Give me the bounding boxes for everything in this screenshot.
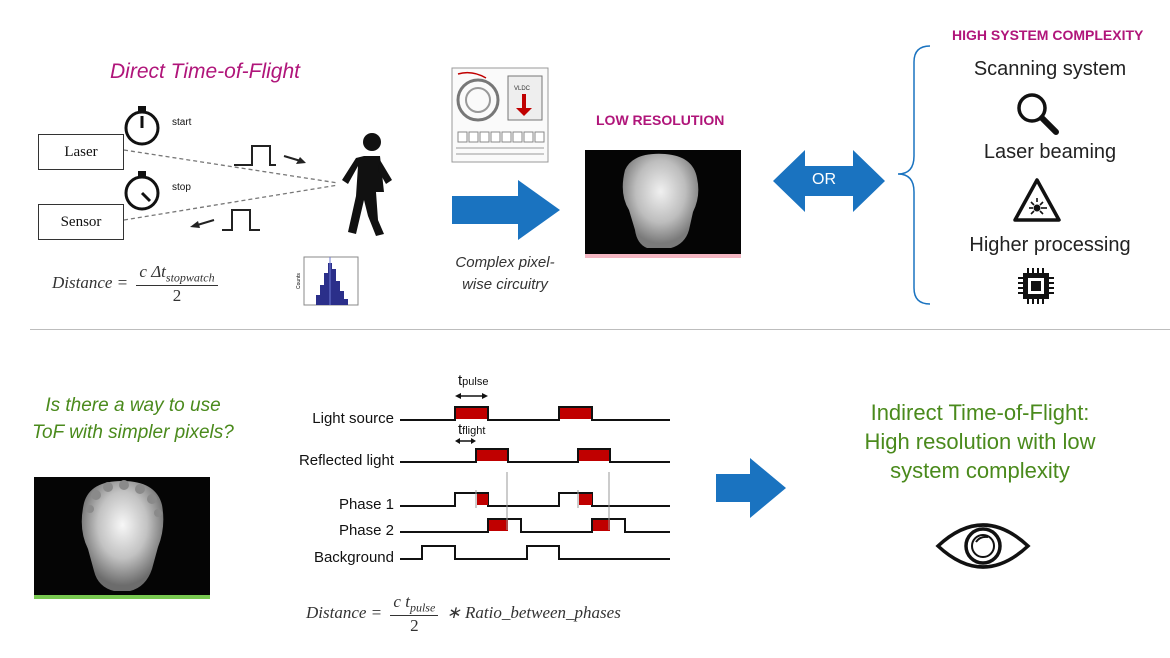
pixel-circuit-image: VLDC	[451, 67, 549, 163]
question-line2: ToF with simpler pixels?	[32, 422, 234, 443]
curly-brace	[897, 45, 931, 305]
signal-reflected-light: Reflected light	[298, 452, 394, 469]
formula-num: c Δt	[139, 262, 166, 281]
iformula-num-sub: pulse	[409, 600, 436, 615]
t-flight-main: t	[458, 421, 463, 438]
walking-person-icon	[342, 133, 392, 236]
formula-num-sub: stopwatch	[165, 270, 215, 285]
chip-label: VLDC	[514, 86, 531, 92]
pulse-fills	[456, 408, 610, 531]
indirect-tof-formula: Distance = c tpulse 2 ∗ Ratio_between_ph…	[306, 592, 621, 636]
low-resolution-title: LOW RESOLUTION	[596, 112, 725, 128]
t-flight-label: tflight	[458, 421, 485, 438]
cpu-icon	[1018, 268, 1054, 304]
signal-phase-2: Phase 2	[338, 522, 394, 539]
complexity-item-processing: Higher processing	[969, 234, 1131, 256]
histogram-ylabel: Counts	[296, 273, 302, 289]
signal-phase-1: Phase 1	[338, 496, 394, 513]
laser-box: Laser	[38, 134, 124, 170]
question-line1: Is there a way to use	[45, 395, 221, 416]
sensor-box: Sensor	[38, 204, 124, 240]
t-pulse-main: t	[458, 372, 463, 389]
high-complexity-title: HIGH SYSTEM COMPLEXITY	[952, 27, 1144, 43]
or-double-arrow	[773, 150, 885, 212]
histogram-chart: Counts	[296, 256, 359, 306]
circuit-caption: Complex pixel- wise circuitry	[440, 252, 570, 296]
stopwatch-stop-icon	[124, 171, 160, 211]
iformula-lhs: Distance =	[306, 603, 383, 623]
low-res-head-image	[585, 150, 741, 258]
formula-lhs: Distance =	[52, 273, 129, 293]
complexity-item-laser: Laser beaming	[983, 141, 1117, 163]
wave-reflected	[400, 448, 670, 463]
circuit-caption-line2: wise circuitry	[462, 276, 548, 293]
wave-phase-2	[400, 518, 670, 533]
sensor-label: Sensor	[60, 213, 102, 230]
section-divider	[30, 329, 1170, 330]
eye-icon	[935, 523, 1031, 569]
signal-light-source: Light source	[312, 410, 394, 427]
t-flight-sub: flight	[462, 425, 486, 437]
arrow-right-icon	[452, 180, 560, 240]
wave-light-source	[400, 406, 670, 421]
stopwatch-start-icon	[124, 106, 160, 146]
stop-label: stop	[172, 182, 191, 193]
indirect-tof-text: Indirect Time-of-Flight: High resolution…	[820, 398, 1140, 485]
question-text: Is there a way to use ToF with simpler p…	[8, 392, 258, 446]
indirect-tof-line3: system complexity	[890, 458, 1070, 483]
complexity-item-scanning: Scanning system	[973, 58, 1127, 80]
signal-background: Background	[313, 549, 394, 566]
arrow-right-icon-bottom	[716, 458, 786, 518]
indirect-tof-line2: High resolution with low	[864, 429, 1096, 454]
or-label: OR	[812, 171, 836, 188]
wave-phase-1	[400, 492, 670, 507]
direct-tof-formula: Distance = c Δtstopwatch 2	[52, 262, 222, 306]
iformula-den: 2	[410, 616, 419, 636]
t-pulse-label: tpulse	[458, 372, 488, 389]
iformula-rhs: ∗ Ratio_between_phases	[446, 603, 621, 623]
wave-background	[400, 545, 670, 560]
direct-tof-title: Direct Time-of-Flight	[110, 60, 301, 83]
indirect-tof-line1: Indirect Time-of-Flight:	[870, 400, 1090, 425]
laser-warning-icon	[1013, 178, 1061, 222]
high-res-head-image	[34, 477, 210, 599]
circuit-caption-line1: Complex pixel-	[455, 254, 555, 271]
formula-den: 2	[172, 286, 182, 306]
iformula-num: c t	[393, 592, 410, 611]
t-pulse-sub: pulse	[462, 376, 489, 388]
laser-label: Laser	[64, 143, 98, 160]
start-label: start	[172, 117, 192, 128]
magnifier-icon	[1017, 93, 1059, 135]
